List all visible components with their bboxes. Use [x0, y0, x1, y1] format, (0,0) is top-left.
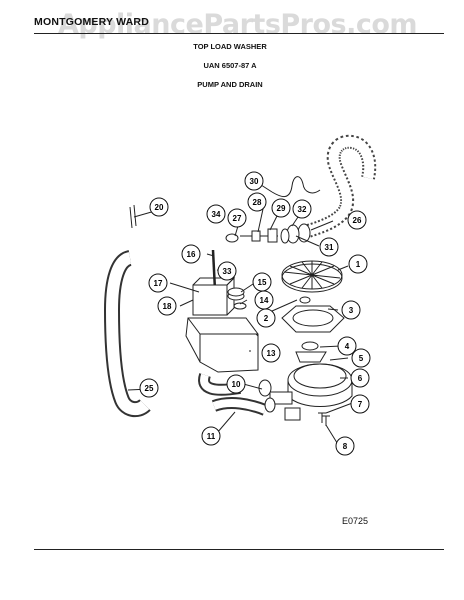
- callout-circle: [350, 394, 370, 414]
- callout-4: 4: [337, 336, 357, 356]
- callout-label: 6: [358, 374, 363, 383]
- callout-label: 3: [349, 306, 354, 315]
- callout-markers: 1234567810111314151617182025262728293031…: [139, 171, 371, 456]
- callout-label: 33: [223, 267, 232, 276]
- callout-14: 14: [254, 290, 274, 310]
- callout-circle: [247, 192, 267, 212]
- callout-30: 30: [244, 171, 264, 191]
- callout-label: 10: [232, 380, 241, 389]
- callout-6: 6: [350, 368, 370, 388]
- model-number: UAN 6507-87 A: [203, 61, 257, 70]
- callout-20: 20: [149, 197, 169, 217]
- callout-label: 29: [277, 204, 286, 213]
- callout-label: 13: [267, 349, 276, 358]
- callout-label: 8: [343, 442, 348, 451]
- callout-13: 13: [261, 343, 281, 363]
- callout-10: 10: [226, 374, 246, 394]
- section-title: PUMP AND DRAIN: [197, 80, 263, 89]
- callout-31: 31: [319, 237, 339, 257]
- callout-circle: [261, 343, 281, 363]
- callout-2: 2: [256, 308, 276, 328]
- callout-label: 26: [353, 216, 362, 225]
- pump-body-part: [269, 363, 353, 421]
- callout-28: 28: [247, 192, 267, 212]
- callout-circle: [206, 204, 226, 224]
- callout-label: 1: [356, 260, 361, 269]
- callout-label: 31: [325, 243, 334, 252]
- callout-label: 17: [154, 279, 163, 288]
- callout-label: 16: [187, 250, 196, 259]
- callout-circle: [226, 374, 246, 394]
- pump-housing-part: [185, 276, 259, 373]
- callout-circle: [351, 348, 371, 368]
- footer-rule: [34, 549, 444, 550]
- watermark-text: AppliancePartsPros.com: [58, 9, 418, 40]
- callout-11: 11: [201, 426, 221, 446]
- hose-clip-part: [271, 176, 321, 197]
- diagram-id: E0725: [342, 516, 369, 526]
- callout-label: 15: [258, 278, 267, 287]
- callout-circle: [335, 436, 355, 456]
- callout-label: 18: [163, 302, 172, 311]
- model-type: TOP LOAD WASHER: [193, 42, 267, 51]
- rod-part: [129, 206, 133, 229]
- callout-7: 7: [350, 394, 370, 414]
- callout-circle: [139, 378, 159, 398]
- callout-29: 29: [271, 198, 291, 218]
- callout-25: 25: [139, 378, 159, 398]
- long-hose-part: [103, 250, 151, 418]
- callout-label: 32: [298, 205, 307, 214]
- callout-label: 34: [212, 210, 221, 219]
- callout-17: 17: [148, 273, 168, 293]
- brand-name: MONTGOMERY WARD: [34, 16, 149, 28]
- callout-circle: [319, 237, 339, 257]
- callout-label: 27: [233, 214, 242, 223]
- callout-circle: [181, 244, 201, 264]
- drain-hose-part: [297, 134, 377, 243]
- callout-circle: [201, 426, 221, 446]
- header-rule: [34, 33, 444, 34]
- callout-circle: [271, 198, 291, 218]
- callout-circle: [341, 300, 361, 320]
- callout-label: 14: [260, 296, 269, 305]
- callout-circle: [337, 336, 357, 356]
- callout-8: 8: [335, 436, 355, 456]
- callout-18: 18: [157, 296, 177, 316]
- callout-3: 3: [341, 300, 361, 320]
- callout-33: 33: [217, 261, 237, 281]
- callout-label: 28: [253, 198, 262, 207]
- callout-15: 15: [252, 272, 272, 292]
- callout-26: 26: [347, 210, 367, 230]
- callout-circle: [252, 272, 272, 292]
- callout-circle: [347, 210, 367, 230]
- callout-34: 34: [206, 204, 226, 224]
- callout-label: 7: [358, 400, 363, 409]
- callout-circle: [148, 273, 168, 293]
- callout-circle: [244, 171, 264, 191]
- callout-5: 5: [351, 348, 371, 368]
- callout-circle: [227, 208, 247, 228]
- callout-label: 30: [250, 177, 259, 186]
- callout-circle: [292, 199, 312, 219]
- callout-circle: [149, 197, 169, 217]
- callout-27: 27: [227, 208, 247, 228]
- callout-circle: [217, 261, 237, 281]
- callout-32: 32: [292, 199, 312, 219]
- callout-label: 20: [155, 203, 164, 212]
- impeller-cover-part: [281, 260, 343, 293]
- callout-16: 16: [181, 244, 201, 264]
- callout-1: 1: [348, 254, 368, 274]
- callout-label: 11: [207, 432, 216, 441]
- callout-circle: [350, 368, 370, 388]
- callout-circle: [157, 296, 177, 316]
- callout-label: 25: [145, 384, 154, 393]
- callout-label: 4: [345, 342, 350, 351]
- callout-label: 2: [264, 314, 269, 323]
- callout-circle: [348, 254, 368, 274]
- callout-label: 5: [359, 354, 364, 363]
